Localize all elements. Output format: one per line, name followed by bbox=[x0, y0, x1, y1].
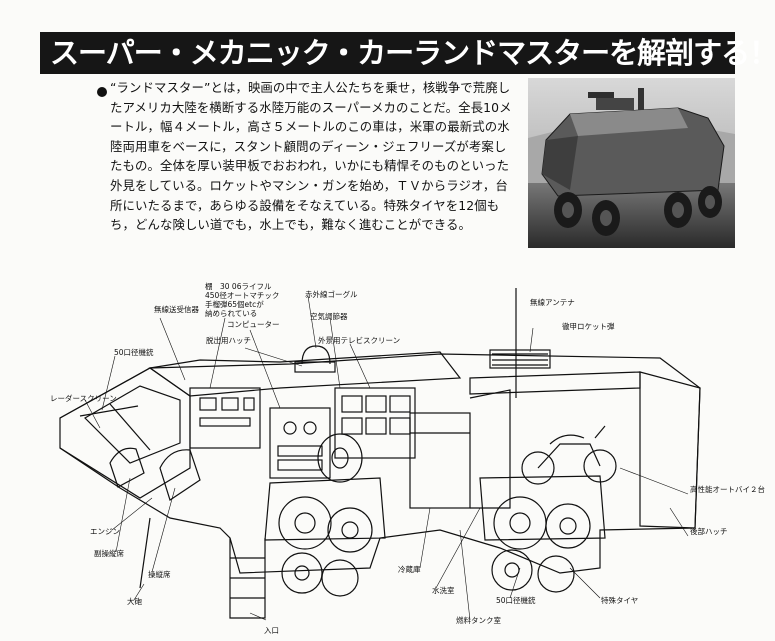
vehicle-photo-image bbox=[528, 78, 735, 248]
tire-rear-3 bbox=[491, 549, 533, 591]
tire-front-3 bbox=[281, 552, 323, 594]
rocket-pod bbox=[489, 349, 551, 369]
label-gun-rack: 棚 30 06ライフル 450径オートマチック 手榴弾65個etcが 納められて… bbox=[205, 282, 280, 318]
tire-rear-2 bbox=[545, 503, 591, 549]
intro-paragraph: “ランドマスター”とは，映画の中で主人公たちを乗せ，核戦争で荒廃したアメリカ大陸… bbox=[110, 80, 512, 233]
cannon-barrel bbox=[139, 517, 151, 589]
cab-frame bbox=[59, 367, 191, 499]
hull-outline bbox=[59, 353, 701, 574]
mg-barrel bbox=[79, 405, 139, 417]
label-radar: レーダースクリーン bbox=[50, 394, 117, 403]
label-engine: エンジン bbox=[90, 527, 120, 536]
vehicle-photo bbox=[528, 78, 735, 248]
label-antenna: 無線アンテナ bbox=[530, 298, 575, 307]
label-rocket: 徹甲ロケット弾 bbox=[562, 322, 615, 331]
title-bar bbox=[40, 32, 735, 74]
page-title: スーパー・メカニック・カーランドマスターを解剖する！ bbox=[50, 36, 775, 70]
tire-rear-1 bbox=[493, 496, 547, 550]
label-radio: 無線送受信器 bbox=[154, 305, 199, 314]
windshield bbox=[84, 385, 181, 464]
label-fridge: 冷蔵庫 bbox=[398, 565, 421, 574]
label-periscope: 赤外線ゴーグル bbox=[305, 290, 358, 299]
seat-copilot bbox=[109, 447, 145, 488]
hull-roof bbox=[148, 351, 462, 397]
label-cannon: 大砲 bbox=[127, 597, 142, 606]
label-rear-hatch: 後部ハッチ bbox=[690, 527, 728, 536]
label-entrance: 入口 bbox=[264, 626, 279, 635]
label-mg-bottom: 50口径機銃 bbox=[496, 596, 536, 605]
tire-front-2 bbox=[327, 507, 373, 553]
tire-front-1 bbox=[278, 496, 332, 550]
label-fuel: 燃料タンク室 bbox=[456, 616, 501, 625]
label-mg-left: 50口径機銃 bbox=[114, 348, 154, 357]
periscope bbox=[301, 345, 331, 365]
seat-pilot bbox=[159, 449, 201, 501]
cutaway-diagram bbox=[59, 288, 701, 621]
label-aircon: 空気調節器 bbox=[310, 312, 348, 321]
label-pilot: 操縦席 bbox=[148, 570, 171, 579]
label-hatch: 脱出用ハッチ bbox=[206, 336, 251, 345]
bogie-front bbox=[264, 477, 386, 541]
tire-front-4 bbox=[321, 559, 359, 597]
bogie-rear bbox=[479, 475, 606, 541]
label-copilot: 副操縦席 bbox=[94, 549, 124, 558]
label-motorcycle: 高性能オートバイ２台 bbox=[690, 485, 765, 494]
motorcycle-wheel-rear bbox=[521, 451, 555, 485]
label-washroom: 水洗室 bbox=[432, 586, 455, 595]
label-tv: 外景用テレビスクリーン bbox=[318, 336, 401, 345]
tire-rear-4 bbox=[537, 555, 575, 593]
label-computer: コンピューター bbox=[227, 320, 280, 329]
label-tire: 特殊タイヤ bbox=[601, 596, 639, 605]
bullet-icon bbox=[97, 87, 107, 97]
